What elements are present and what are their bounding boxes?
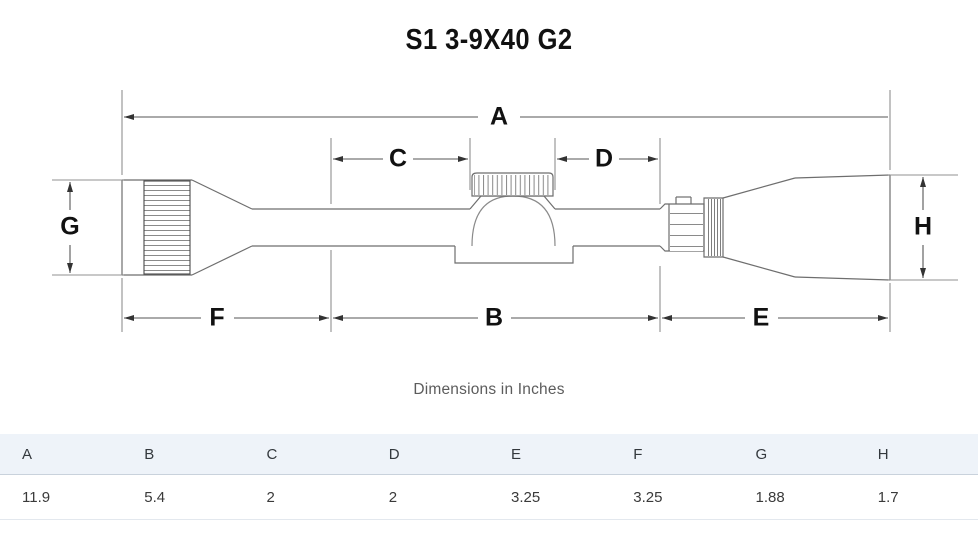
arrow-g-top [67,182,73,192]
table-body: 11.9 5.4 2 2 3.25 3.25 1.88 1.7 [0,474,978,520]
arrow-g-bottom [67,263,73,273]
arrow-f-left [124,315,134,321]
scope-textures [143,175,722,275]
dim-label-a: A [490,103,508,131]
saddle-shoulder-right [543,195,556,210]
dim-label-h: H [914,213,932,241]
table-header-cell-c: C [244,434,367,475]
dim-label-c: C [389,145,407,173]
arrow-f-right [319,315,329,321]
arrow-b-right [648,315,658,321]
table-cell-f: 3.25 [611,474,734,520]
table-header-cell-a: A [0,434,123,475]
table-header-cell-b: B [122,434,245,475]
dimension-lines [52,90,958,332]
dimensions-table: A B C D E F G H 11.9 5.4 2 2 3.25 3.25 1… [0,434,978,520]
objective-bottom [794,276,891,281]
arrow-h-top [920,177,926,187]
arrow-h-bottom [920,268,926,278]
eyepiece-taper-top [191,179,253,210]
table-header-cell-h: H [855,434,978,475]
objective-taper-bottom [722,256,796,278]
objective-top [794,174,891,179]
arrow-e-right [878,315,888,321]
saddle-base [454,246,574,264]
dim-label-b: B [485,304,503,332]
arrow-c-right [458,156,468,162]
arrow-d-left [557,156,567,162]
power-ring-bands [670,205,703,251]
dim-label-g: G [60,213,79,241]
arrow-b-left [333,315,343,321]
table-cell-h: 1.7 [855,474,978,520]
dim-label-d: D [595,145,613,173]
turret-cap-knurl [474,175,551,195]
table-header: A B C D E F G H [0,434,978,475]
objective-taper-top [722,177,796,199]
eyepiece-knurl [143,180,191,275]
saddle-dome [471,195,556,247]
diagram-caption: Dimensions in Inches [413,381,565,398]
dim-label-f: F [209,304,224,332]
table-cell-g: 1.88 [733,474,856,520]
table-cell-a: 11.9 [0,474,123,520]
table-header-cell-e: E [489,434,612,475]
table-cell-d: 2 [366,474,489,520]
dim-label-e: E [753,304,770,332]
scope-dimension-diagram: A C D F B E G H [0,70,978,355]
arrow-c-left [333,156,343,162]
table-header-row: A B C D E F G H [0,434,978,475]
table-row: 11.9 5.4 2 2 3.25 3.25 1.88 1.7 [0,474,978,520]
saddle-shoulder-left [469,195,482,210]
eyepiece-taper-bottom [191,245,253,276]
lock-ring-knurl [706,199,722,256]
arrow-a-left [124,114,134,120]
table-cell-e: 3.25 [489,474,612,520]
table-header-cell-f: F [611,434,734,475]
table-header-cell-g: G [733,434,856,475]
table-header-cell-d: D [366,434,489,475]
table-cell-c: 2 [244,474,367,520]
page-title: S1 3-9X40 G2 [405,24,573,56]
table-cell-b: 5.4 [122,474,245,520]
dimension-labels: A C D F B E G H [60,103,932,332]
arrow-e-left [662,315,672,321]
arrow-d-right [648,156,658,162]
